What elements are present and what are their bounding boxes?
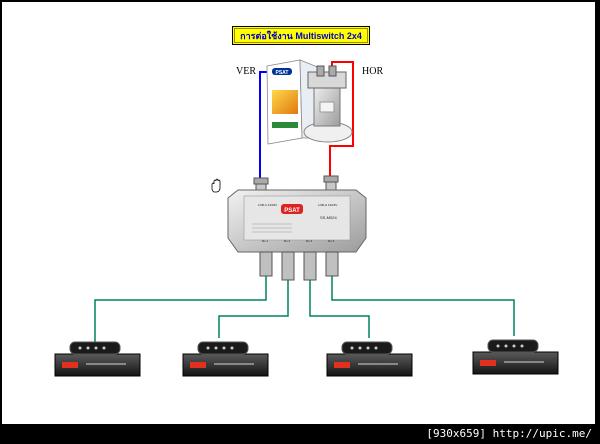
diagram-canvas: PSAT (2, 2, 595, 424)
cable-rx1 (94, 276, 267, 346)
svg-text:SS-M024: SS-M024 (320, 215, 337, 220)
hor-label: HOR (362, 66, 384, 77)
hor-cable (329, 61, 354, 182)
cable-rx2 (218, 280, 289, 338)
lnb-device (303, 65, 353, 143)
svg-text:PSAT: PSAT (284, 208, 300, 214)
svg-text:Rx 4: Rx 4 (328, 239, 335, 243)
footer-link[interactable]: [930x659] http://upic.me/ (426, 427, 592, 440)
ver-label: VER (236, 66, 256, 77)
hand-cursor-icon (211, 178, 221, 193)
svg-text:PSAT: PSAT (276, 70, 289, 76)
cable-rx3 (309, 280, 370, 338)
receiver-rx1 (54, 341, 141, 377)
cable-rx4 (331, 276, 515, 336)
receiver-rx4 (472, 339, 559, 375)
svg-text:Rx 1: Rx 1 (262, 239, 269, 243)
diagram-title: การต่อใช้งาน Multiswitch 2x4 (232, 26, 370, 45)
svg-text:Rx 2: Rx 2 (284, 239, 291, 243)
svg-text:LNB-V 13/18V: LNB-V 13/18V (258, 203, 277, 207)
receiver-rx2 (182, 341, 269, 377)
wiring-diagram: PSAT (54, 59, 559, 377)
multiswitch: PSAT SS-M024 LNB-V 13/18V LNB-H 13/18V R… (227, 175, 367, 281)
footer-bar: [930x659] http://upic.me/ (0, 424, 600, 444)
svg-text:LNB-H 13/18V: LNB-H 13/18V (318, 203, 337, 207)
receiver-rx3 (326, 341, 413, 377)
svg-text:Rx 3: Rx 3 (306, 239, 313, 243)
